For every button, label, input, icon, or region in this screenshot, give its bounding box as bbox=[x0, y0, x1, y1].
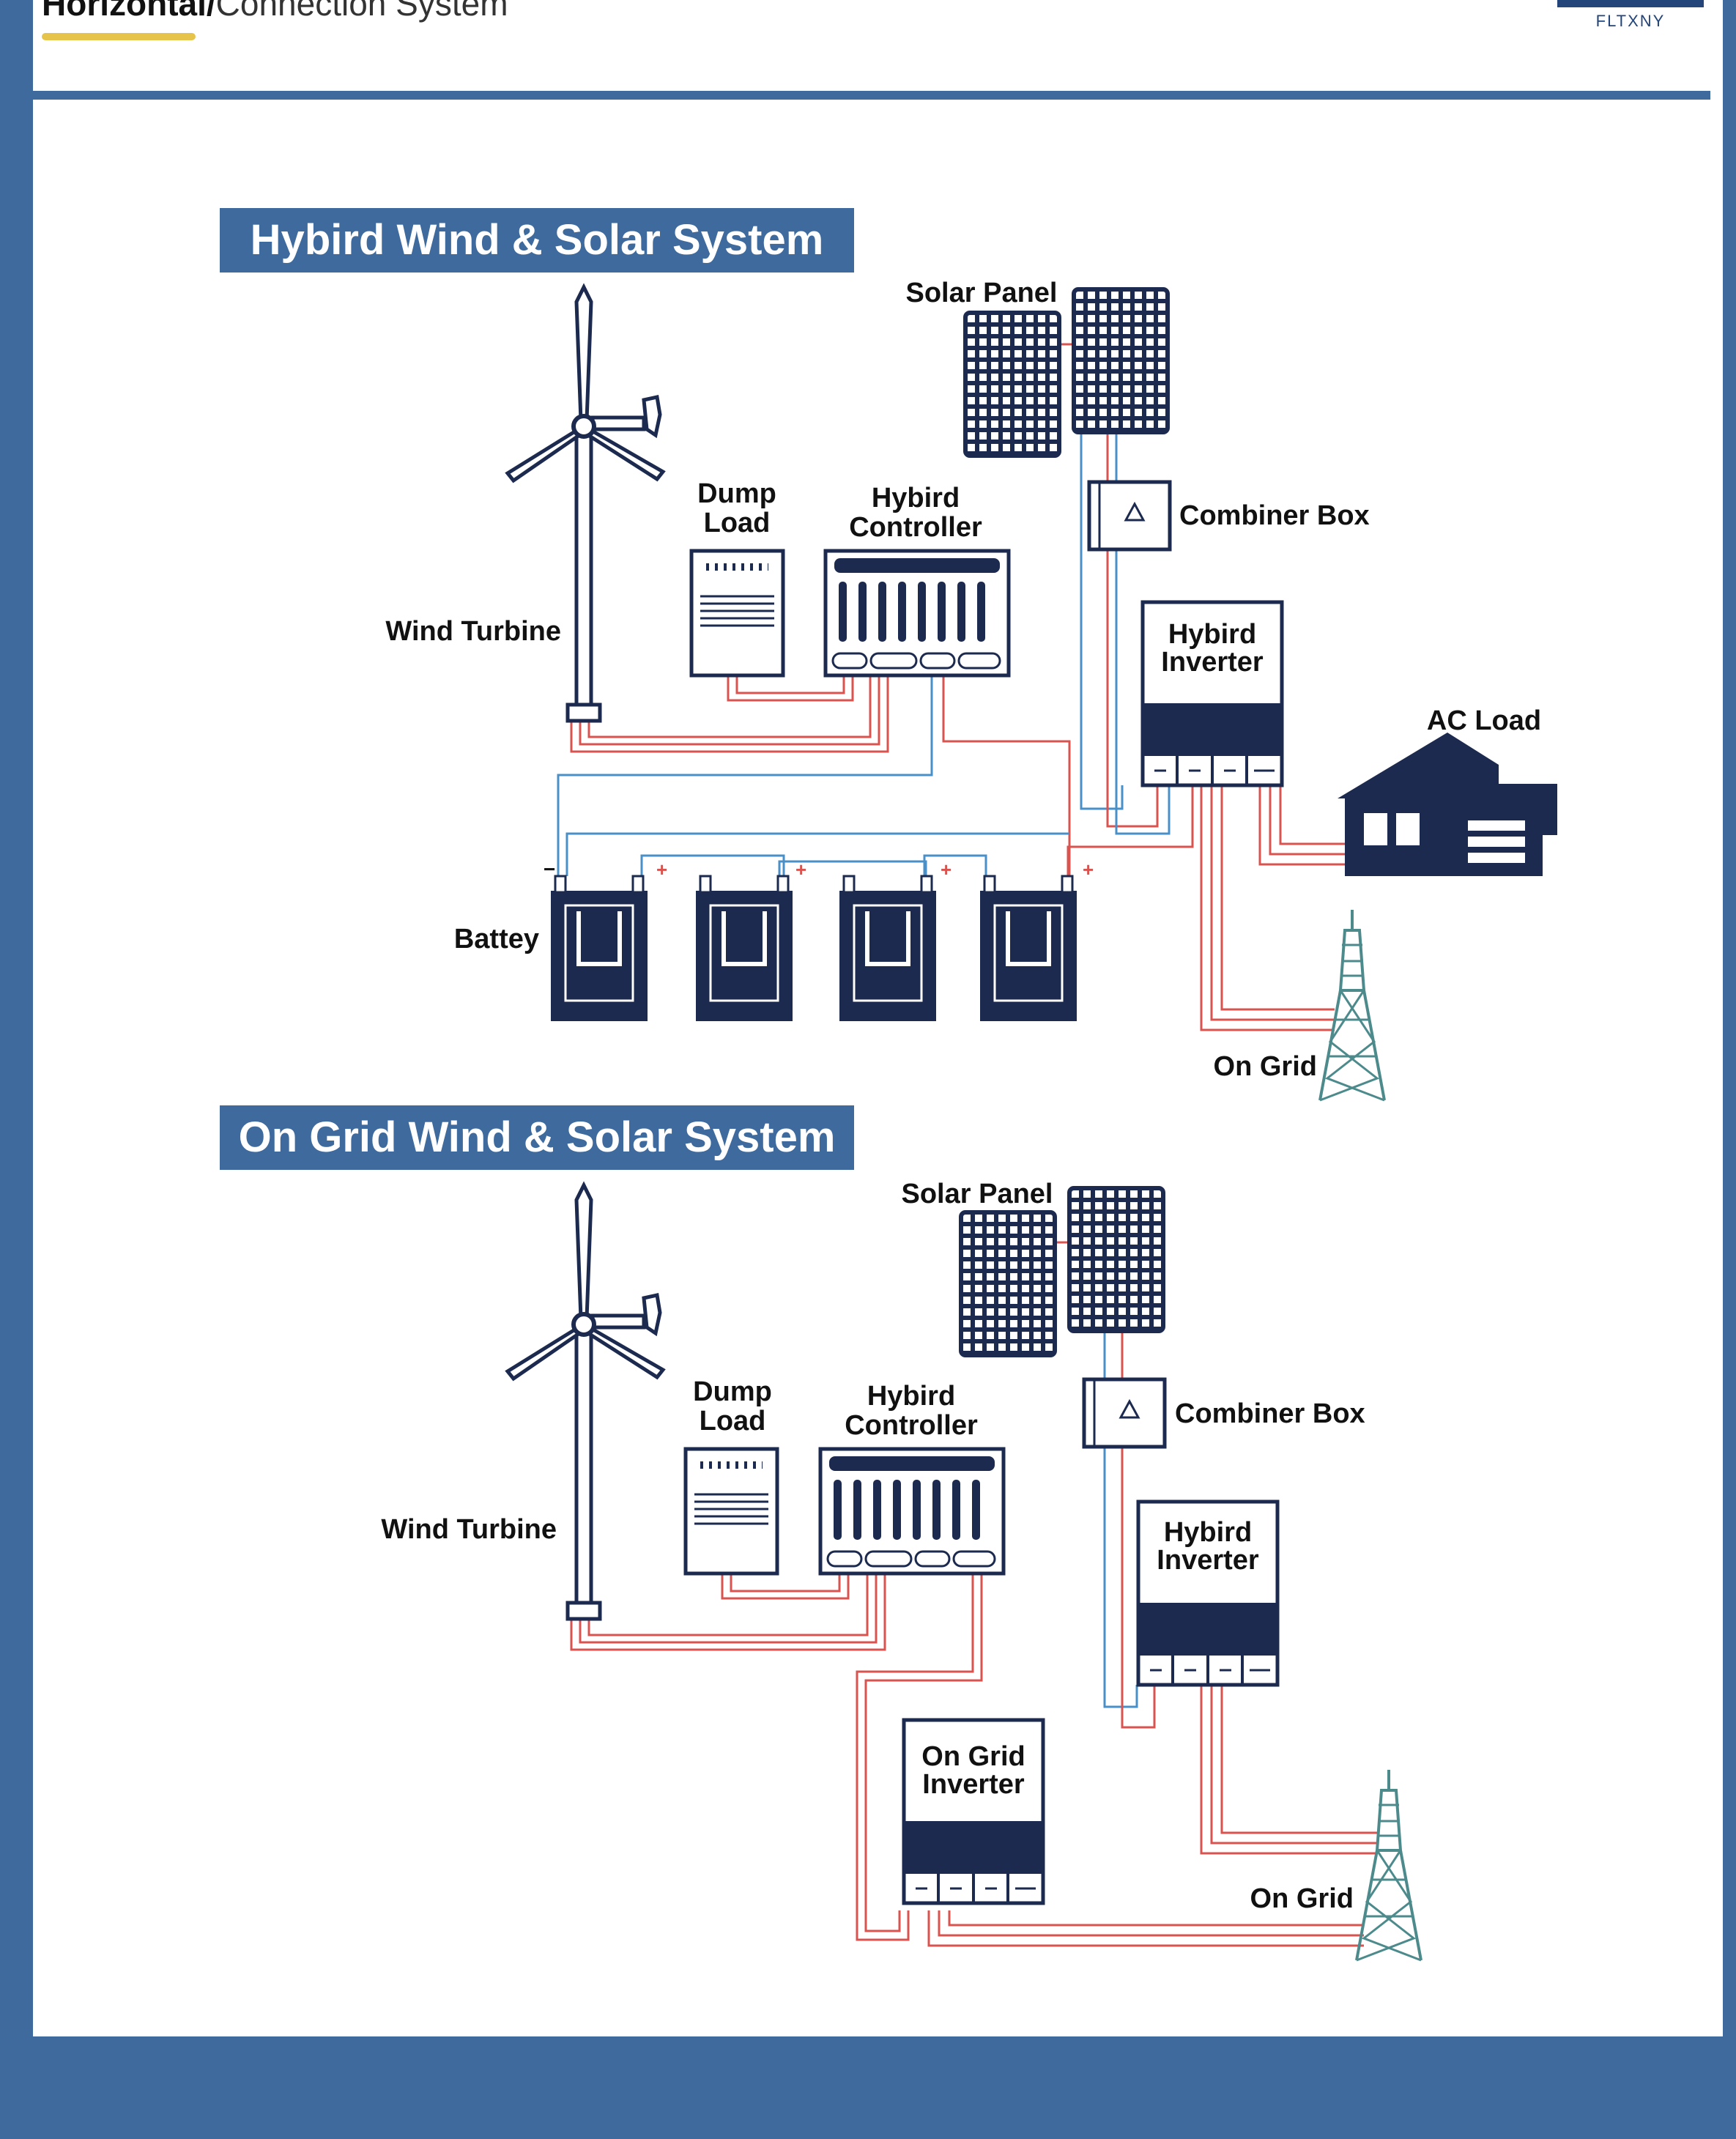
dump-load-label: Load bbox=[700, 1406, 766, 1436]
hybrid-controller-label: Hybird bbox=[867, 1381, 955, 1412]
on-grid-label: On Grid bbox=[1214, 1051, 1317, 1082]
battery-plus-sign: + bbox=[795, 859, 806, 881]
combiner-box-label: Combiner Box bbox=[1179, 500, 1370, 531]
grid-tower-icon bbox=[1318, 908, 1386, 1102]
hybrid-controller-label: Controller bbox=[849, 512, 982, 543]
solar-panel-label: Solar Panel bbox=[906, 278, 1058, 308]
wind-turbine-icon bbox=[508, 1185, 663, 1619]
grid-tower-icon bbox=[1355, 1768, 1422, 1962]
diagram-on-grid: Solar Panel Combiner Box Dump Load Hybir… bbox=[381, 1179, 1422, 1962]
battery-plus-sign: + bbox=[656, 859, 667, 881]
section-title-on-grid: On Grid Wind & Solar System bbox=[220, 1105, 854, 1170]
header-divider bbox=[33, 91, 1710, 100]
ac-load-label: AC Load bbox=[1427, 705, 1541, 736]
solar-panel-icon bbox=[1074, 289, 1168, 432]
battery-plus-sign: + bbox=[1083, 859, 1094, 881]
brand-logo-mark bbox=[1557, 0, 1704, 7]
combiner-box-icon bbox=[1084, 1379, 1165, 1447]
hybrid-controller-icon bbox=[820, 1449, 1004, 1573]
battery-icon bbox=[839, 876, 936, 1021]
ac-load-house-icon bbox=[1338, 733, 1557, 876]
hybrid-inverter-label: Inverter bbox=[1157, 1545, 1259, 1576]
battery-icon bbox=[980, 876, 1077, 1021]
page-title: Horizontal/Connection System bbox=[42, 0, 508, 23]
hybrid-controller-icon bbox=[826, 551, 1009, 675]
combiner-box-icon bbox=[1089, 482, 1170, 549]
title-underline bbox=[42, 33, 196, 40]
hybrid-inverter-label: Inverter bbox=[1161, 647, 1264, 678]
dump-load-icon bbox=[691, 551, 783, 675]
battery-icon bbox=[551, 876, 648, 1021]
solar-panel-icon bbox=[965, 313, 1059, 456]
wind-turbine-icon bbox=[508, 287, 663, 721]
solar-panel-label: Solar Panel bbox=[902, 1179, 1053, 1209]
solar-panel-icon bbox=[961, 1212, 1055, 1355]
wind-turbine-label: Wind Turbine bbox=[385, 616, 561, 647]
hybrid-controller-label: Hybird bbox=[872, 483, 960, 514]
combiner-box-label: Combiner Box bbox=[1175, 1398, 1365, 1429]
on-grid-label: On Grid bbox=[1250, 1883, 1354, 1914]
brand-logo-text: FLTXNY bbox=[1595, 12, 1666, 30]
dump-load-label: Dump bbox=[693, 1376, 772, 1407]
footer-band bbox=[0, 2036, 1736, 2139]
on-grid-inverter-label: On Grid bbox=[921, 1741, 1025, 1772]
battery-label: Battey bbox=[454, 924, 539, 954]
hybrid-inverter-label: Hybird bbox=[1168, 619, 1256, 650]
battery-minus-sign: − bbox=[544, 858, 555, 881]
dump-load-icon bbox=[686, 1449, 777, 1573]
hybrid-controller-label: Controller bbox=[845, 1410, 978, 1441]
battery-plus-sign: + bbox=[941, 859, 952, 881]
solar-panel-icon bbox=[1069, 1188, 1163, 1331]
dump-load-label: Dump bbox=[697, 478, 776, 509]
page-title-bold: Horizontal/ bbox=[42, 0, 216, 23]
wind-turbine-label: Wind Turbine bbox=[381, 1514, 557, 1545]
dump-load-label: Load bbox=[704, 508, 771, 538]
section-title-hybrid: Hybird Wind & Solar System bbox=[220, 208, 854, 273]
hybrid-inverter-label: Hybird bbox=[1164, 1517, 1252, 1548]
on-grid-inverter-label: Inverter bbox=[922, 1769, 1025, 1800]
left-border-bar bbox=[0, 0, 33, 2139]
page-title-rest: Connection System bbox=[215, 0, 508, 23]
battery-icon bbox=[696, 876, 793, 1021]
right-border-bar bbox=[1723, 0, 1736, 2139]
diagram-hybrid: − + + + + Solar Panel Combiner Box Dump … bbox=[385, 278, 1557, 1102]
